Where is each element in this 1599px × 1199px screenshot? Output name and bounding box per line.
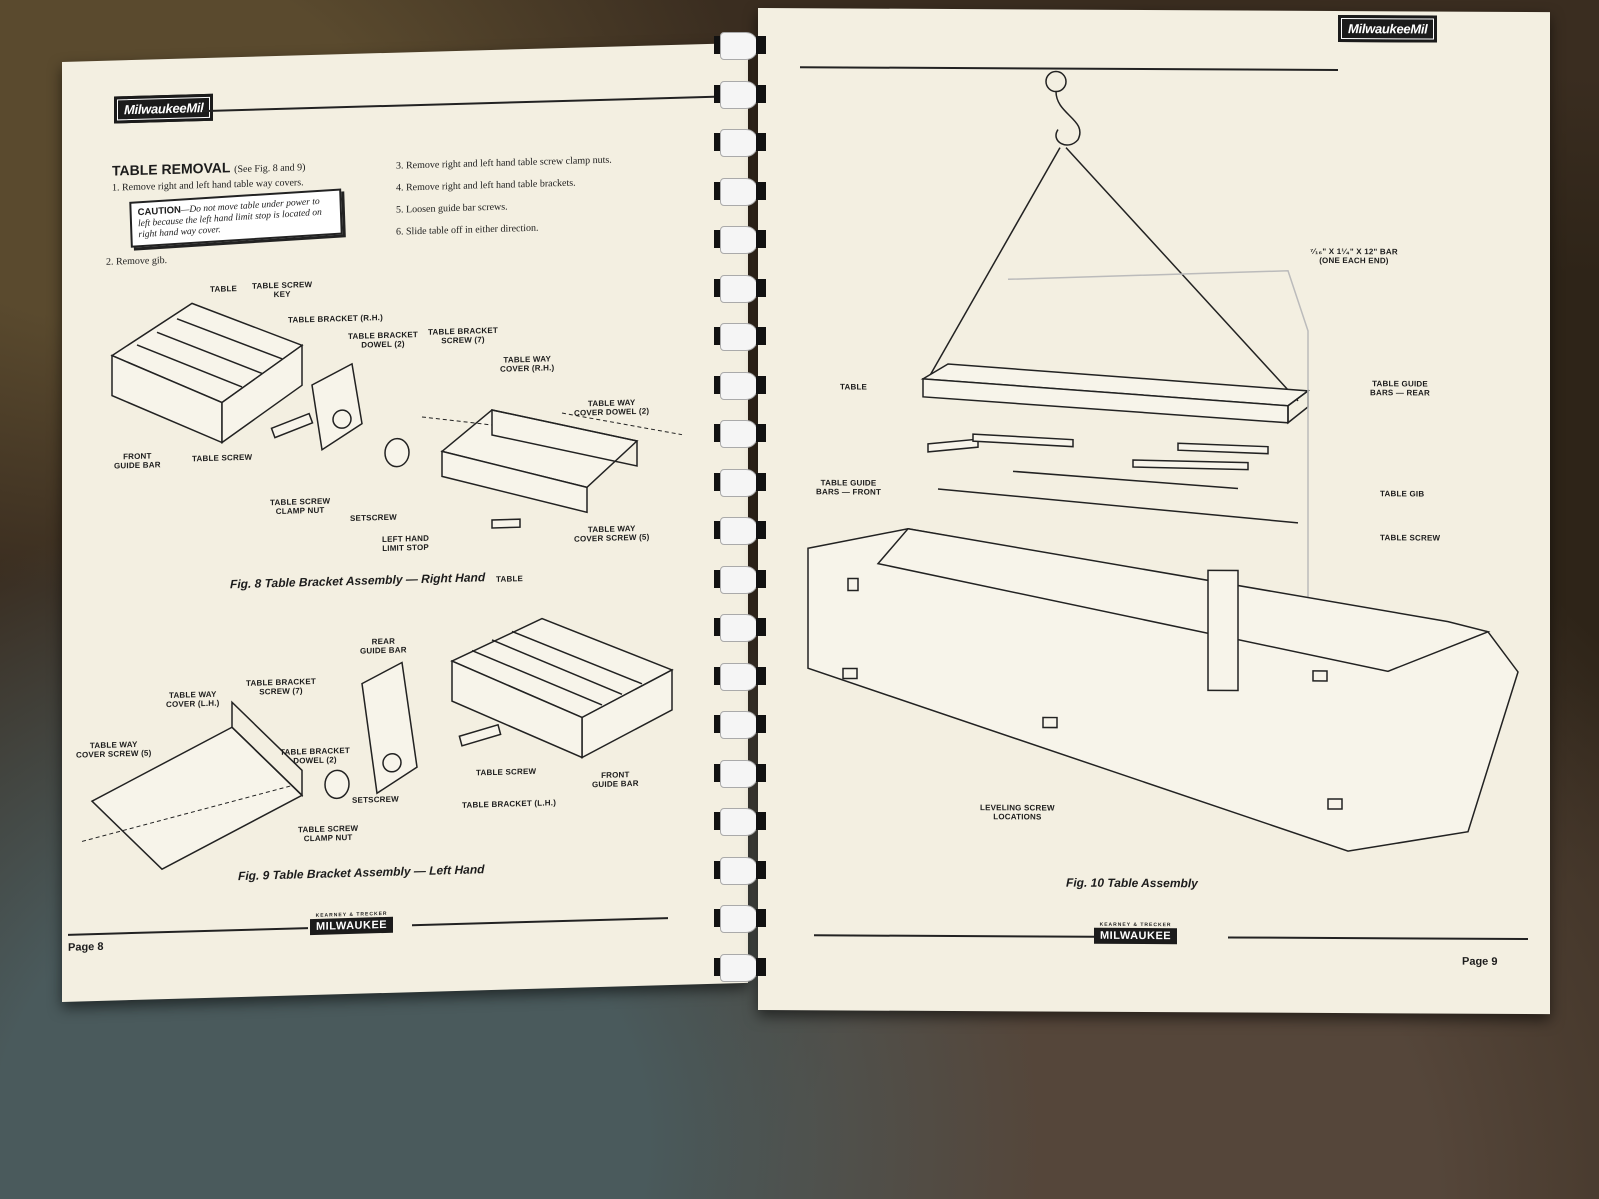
footer-rule-left bbox=[814, 934, 1094, 938]
footer-badge-top: KEARNEY & TRECKER bbox=[1099, 921, 1172, 929]
fig8-label-left-hand-limit-stop: LEFT HAND LIMIT STOP bbox=[382, 533, 430, 554]
spiral-binding bbox=[708, 30, 770, 990]
caution-text: —Do not move table under power to left b… bbox=[137, 196, 323, 241]
milwaukee-mil-logo: MilwaukeeMil bbox=[114, 93, 214, 124]
step-1: 1. Remove right and left hand table way … bbox=[112, 177, 304, 194]
fig9-label-table-bracket-dowel: TABLE BRACKET DOWEL (2) bbox=[280, 745, 351, 766]
binding-coil bbox=[708, 515, 770, 545]
fig8-label-table-bracket-screw: TABLE BRACKET SCREW (7) bbox=[428, 325, 499, 346]
fig10-table-gib bbox=[1013, 471, 1238, 488]
page-number: Page 8 bbox=[68, 940, 104, 954]
footer-rule-right bbox=[1228, 936, 1528, 941]
binding-coil bbox=[708, 418, 770, 448]
fig9-label-table-bracket-screw: TABLE BRACKET SCREW (7) bbox=[246, 676, 317, 697]
fig8-label-table-screw-clamp-nut: TABLE SCREW CLAMP NUT bbox=[270, 496, 331, 517]
fig8-label-table-bracket-dowel: TABLE BRACKET DOWEL (2) bbox=[348, 330, 419, 350]
fig10-label-table: TABLE bbox=[840, 382, 868, 392]
fig9-label-front-guide-bar: FRONT GUIDE BAR bbox=[592, 770, 639, 790]
binding-coil bbox=[708, 564, 770, 594]
fig9-label-setscrew: SETSCREW bbox=[352, 794, 399, 805]
binding-coil bbox=[708, 903, 770, 933]
fig9-label-table-screw: TABLE SCREW bbox=[476, 766, 537, 778]
section-title-text: TABLE REMOVAL bbox=[112, 159, 231, 179]
binding-coil bbox=[708, 855, 770, 885]
kearney-trecker-badge: KEARNEY & TRECKER MILWAUKEE bbox=[310, 911, 394, 936]
fig10-drawing bbox=[788, 68, 1528, 852]
footer-badge-bottom: MILWAUKEE bbox=[1094, 927, 1178, 945]
fig9-drawing bbox=[72, 594, 712, 872]
binding-coil bbox=[708, 30, 770, 60]
fig8-label-front-guide-bar: FRONT GUIDE BAR bbox=[114, 451, 161, 471]
binding-coil bbox=[708, 79, 770, 109]
fig8-label-table-screw-key: TABLE SCREW KEY bbox=[252, 280, 313, 300]
fig10-caption: Fig. 10 Table Assembly bbox=[1066, 875, 1198, 891]
binding-coil bbox=[708, 224, 770, 254]
fig9-label-table-screw-clamp-nut: TABLE SCREW CLAMP NUT bbox=[298, 823, 359, 844]
section-ref: (See Fig. 8 and 9) bbox=[234, 162, 306, 176]
fig10-label-table-screw: TABLE SCREW bbox=[1380, 533, 1441, 543]
fig8-label-table-way-cover-rh: TABLE WAY COVER (R.H.) bbox=[500, 354, 555, 374]
hoist-hook bbox=[1046, 72, 1066, 92]
binding-coil bbox=[708, 612, 770, 642]
fig8-label-table-way-cover-dowel: TABLE WAY COVER DOWEL (2) bbox=[574, 397, 650, 418]
footer-rule-left bbox=[68, 927, 308, 936]
manual-page-9: MilwaukeeMil bbox=[758, 8, 1550, 1015]
section-title: TABLE REMOVAL (See Fig. 8 and 9) bbox=[112, 157, 306, 178]
binding-coil bbox=[708, 176, 770, 206]
step-5: 5. Loosen guide bar screws. bbox=[396, 201, 508, 216]
milwaukee-mil-logo: MilwaukeeMil bbox=[1338, 15, 1438, 43]
binding-coil bbox=[708, 661, 770, 691]
binding-coil bbox=[708, 370, 770, 400]
kearney-trecker-badge: KEARNEY & TRECKER MILWAUKEE bbox=[1094, 921, 1178, 945]
caution-box: CAUTION—Do not move table under power to… bbox=[129, 188, 343, 248]
fig8-label-setscrew: SETSCREW bbox=[350, 512, 397, 523]
binding-coil bbox=[708, 709, 770, 739]
fig9-label-rear-guide-bar: REAR GUIDE BAR bbox=[360, 636, 407, 656]
fig8-caption: Fig. 8 Table Bracket Assembly — Right Ha… bbox=[230, 570, 486, 592]
step-2: 2. Remove gib. bbox=[106, 255, 168, 268]
fig10-table-screw bbox=[938, 489, 1298, 523]
fig9-bracket bbox=[362, 662, 417, 794]
binding-coil bbox=[708, 321, 770, 351]
binding-coil bbox=[708, 467, 770, 497]
binding-coil bbox=[708, 127, 770, 157]
binding-coil bbox=[708, 952, 770, 982]
fig8-table-side bbox=[222, 345, 302, 442]
footer-rule-right bbox=[412, 917, 668, 927]
fig9-label-table-way-cover-lh: TABLE WAY COVER (L.H.) bbox=[166, 689, 220, 710]
binding-coil bbox=[708, 758, 770, 788]
step-6: 6. Slide table off in either direction. bbox=[396, 222, 539, 238]
page-number: Page 9 bbox=[1462, 955, 1498, 968]
fig8-label-table-screw: TABLE SCREW bbox=[192, 452, 253, 464]
binding-coil bbox=[708, 273, 770, 303]
binding-coil bbox=[708, 806, 770, 836]
fig10-label-table-guide-bars-front: TABLE GUIDE BARS — FRONT bbox=[816, 478, 882, 497]
manual-page-8: MilwaukeeMil TABLE REMOVAL (See Fig. 8 a… bbox=[62, 42, 748, 1003]
fig8-drawing bbox=[92, 259, 692, 576]
fig9-table-side bbox=[452, 657, 582, 761]
step-3: 3. Remove right and left hand table scre… bbox=[396, 154, 612, 172]
fig8-label-table-way-cover-screw: TABLE WAY COVER SCREW (5) bbox=[574, 523, 650, 544]
fig8-bracket bbox=[312, 364, 362, 450]
fig8-label-table: TABLE bbox=[210, 284, 238, 294]
fig9-label-table-way-cover-screw: TABLE WAY COVER SCREW (5) bbox=[76, 739, 152, 760]
step-4: 4. Remove right and left hand table brac… bbox=[396, 177, 576, 194]
fig10-label-leveling-screw-locations: LEVELING SCREW LOCATIONS bbox=[980, 803, 1055, 822]
fig10-label-bar: ⁷⁄₁₆" x 1¹⁄₄" x 12" BAR (one each end) bbox=[1310, 246, 1398, 266]
footer-badge-bottom: MILWAUKEE bbox=[310, 916, 394, 936]
header-rule bbox=[202, 95, 732, 113]
fig10-label-table-guide-bars-rear: TABLE GUIDE BARS — REAR bbox=[1370, 379, 1430, 398]
fig10-label-table-gib: TABLE GIB bbox=[1380, 489, 1425, 499]
fig9-label-table: TABLE bbox=[496, 574, 524, 584]
